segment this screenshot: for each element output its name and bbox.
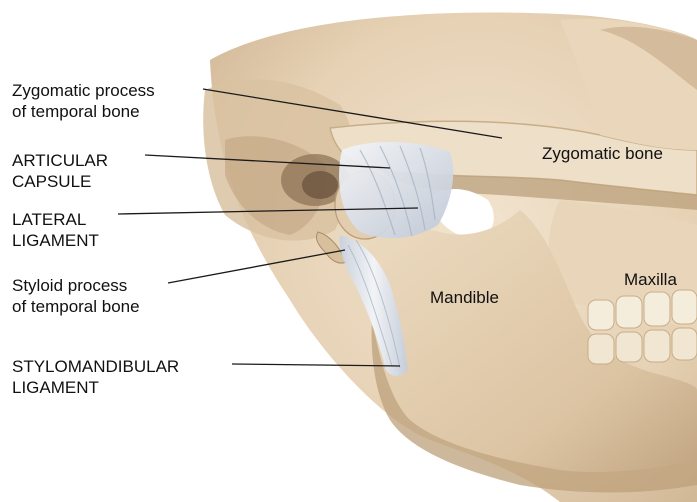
label-stylomandibular-ligament: STYLOMANDIBULAR LIGAMENT [12,356,179,398]
label-mandible: Mandible [430,288,499,308]
label-zygomatic-process-line1: Zygomatic process [12,80,155,101]
label-lateral-ligament-line2: LIGAMENT [12,230,99,251]
label-lateral-ligament-line1: LATERAL [12,209,99,230]
label-maxilla: Maxilla [624,270,677,290]
label-stylomandibular-ligament-line2: LIGAMENT [12,377,179,398]
label-styloid-process-line1: Styloid process [12,275,140,296]
label-lateral-ligament: LATERAL LIGAMENT [12,209,99,251]
label-articular-capsule-line2: CAPSULE [12,171,108,192]
label-zygomatic-process-line2: of temporal bone [12,101,155,122]
label-stylomandibular-ligament-line1: STYLOMANDIBULAR [12,356,179,377]
label-styloid-process-line2: of temporal bone [12,296,140,317]
ear-canal-inner [302,171,338,199]
label-articular-capsule: ARTICULAR CAPSULE [12,150,108,192]
label-styloid-process: Styloid process of temporal bone [12,275,140,317]
label-zygomatic-bone: Zygomatic bone [542,144,663,164]
label-zygomatic-process: Zygomatic process of temporal bone [12,80,155,122]
label-articular-capsule-line1: ARTICULAR [12,150,108,171]
articular-capsule [339,142,453,238]
